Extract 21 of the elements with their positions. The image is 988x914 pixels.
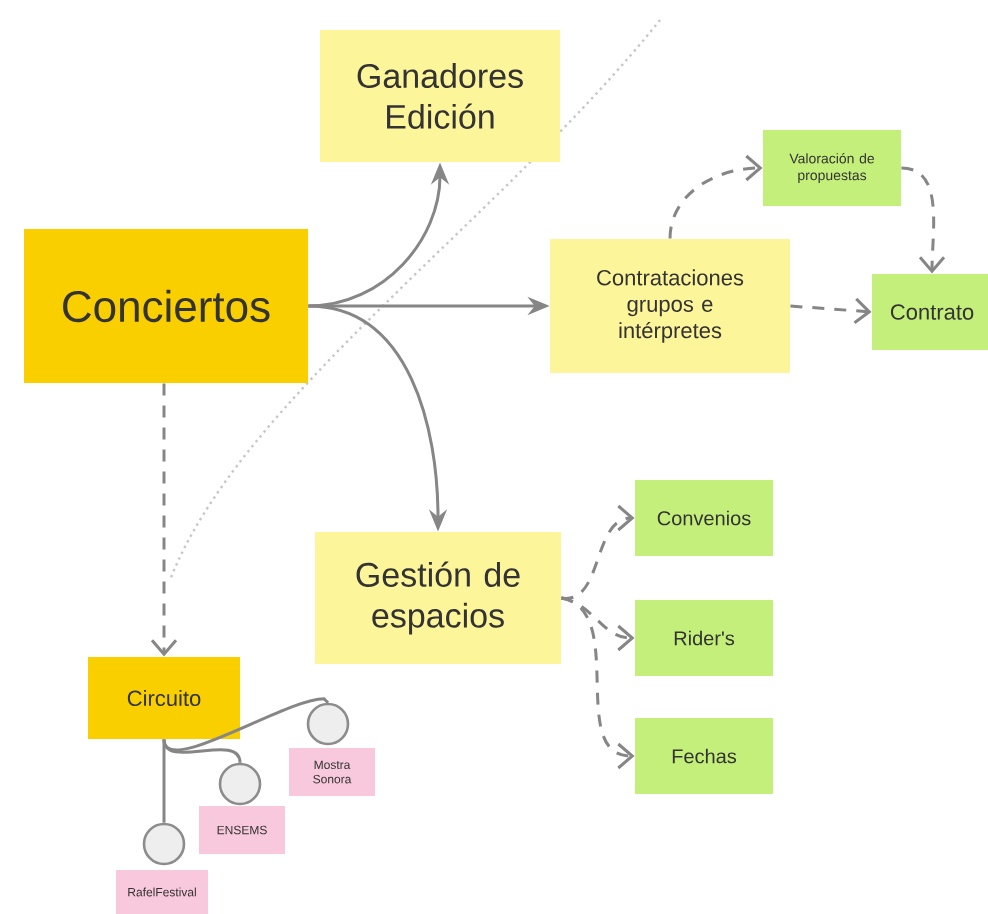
sticky-note: Convenios xyxy=(635,480,773,556)
arrow xyxy=(668,154,763,239)
arrow xyxy=(560,596,635,770)
sticky-note: Ganadores Edición xyxy=(320,30,560,162)
connector-line xyxy=(162,697,330,752)
connector-line xyxy=(162,739,166,823)
sticky-note: Contrato xyxy=(872,274,988,350)
arrow xyxy=(790,297,872,324)
sticky-note: Contrataciones grupos e intérpretes xyxy=(550,239,790,373)
arrow xyxy=(901,166,946,274)
connector-line xyxy=(162,739,242,764)
sticky-note: Gestión de espacios xyxy=(315,532,561,664)
circle xyxy=(218,762,262,806)
sticky-note: Conciertos xyxy=(24,229,308,383)
sticky-note: Circuito xyxy=(88,657,240,739)
sticky-note: Fechas xyxy=(635,718,773,794)
arrow xyxy=(150,383,178,657)
sticky-note: Rider's xyxy=(635,600,773,676)
circle xyxy=(306,702,350,746)
circle xyxy=(142,822,186,866)
arrow xyxy=(561,504,635,600)
